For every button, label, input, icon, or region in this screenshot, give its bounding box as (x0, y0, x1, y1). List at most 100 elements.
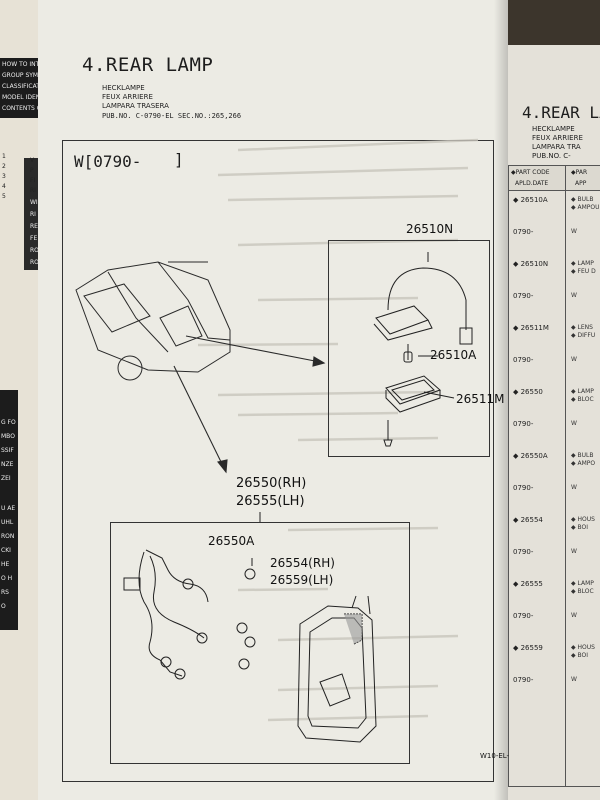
left-code-1: P (30, 167, 34, 174)
bleed-through-text (197, 138, 479, 722)
left-code-0: V (30, 157, 35, 164)
label-26550A: 26550A (208, 534, 255, 548)
right-row-desc: ◆ BULB (571, 196, 594, 203)
page-gutter-shadow (494, 0, 508, 800)
label-26511M: 26511M (456, 392, 505, 406)
subtitle-de: HECKLAMPE (102, 84, 145, 92)
right-subtitle-1: FEUX ARRIERE (532, 134, 583, 142)
left-code-6: RE (30, 223, 38, 230)
label-26555-lh: 26555(LH) (236, 494, 305, 509)
right-row-desc: ◆ BLOC (571, 588, 594, 595)
left-code-7: FE (30, 235, 38, 242)
right-row-code: ◆ 26511M (513, 324, 549, 332)
subtitle-es: LAMPARA TRASERA (102, 102, 169, 110)
right-table-divider (565, 166, 566, 786)
label-26559-lh: 26559(LH) (270, 573, 334, 587)
rear-lamp-box (110, 522, 410, 764)
applicability-bracket: ] (174, 150, 184, 169)
right-row-desc: ◆ AMPO (571, 460, 596, 467)
left-line-4: CONTENTS O (2, 105, 42, 112)
right-row-desc: ◆ HOUS (571, 644, 595, 651)
left-lower-6: UHL (1, 519, 14, 526)
left-num-4: 5 (2, 193, 6, 200)
left-lower-4: ZEI (1, 475, 11, 482)
right-row-desc: ◆ DIFFU (571, 332, 596, 339)
right-row-desc: W (571, 612, 577, 619)
right-row-code: 0790- (513, 420, 534, 428)
left-lower-5: U AE (1, 505, 16, 512)
right-row-code: 0790- (513, 292, 534, 300)
right-header-sub-1: APP (575, 180, 587, 187)
right-row-code: 0790- (513, 548, 534, 556)
left-line-3: MODEL IDEN (2, 94, 41, 101)
vehicle-illustration (75, 261, 326, 474)
right-row-desc: W (571, 548, 577, 555)
right-row-code: ◆ 26550A (513, 452, 548, 460)
right-row-desc: ◆ AMPOU (571, 204, 600, 211)
right-row-code: 0790- (513, 356, 534, 364)
right-row-code: 0790- (513, 612, 534, 620)
right-table-header: ◆PART CODE ◆PAR APLD.DATE APP (509, 166, 600, 191)
left-section-table: 1 2 3 4 5 V P FI RI WI RI RE FE RO RO (0, 140, 40, 270)
left-lower-8: CKI (1, 547, 11, 554)
left-code-4: WI (30, 199, 38, 206)
left-lower-1: MBO (1, 433, 15, 440)
right-row-desc: ◆ LAMP (571, 388, 594, 395)
left-num-0: 1 (2, 153, 6, 160)
main-page: 4.REAR LAMP HECKLAMPE FEUX ARRIERE LAMPA… (38, 0, 509, 800)
right-row-desc: ◆ FEU D (571, 268, 596, 275)
right-row-desc: W (571, 676, 577, 683)
left-code-3: RI (30, 187, 36, 194)
right-header-col-0: ◆PART CODE (511, 169, 550, 176)
left-num-3: 4 (2, 183, 6, 190)
license-lamp-box (328, 240, 490, 457)
left-code-8: RO (30, 247, 39, 254)
left-line-0: HOW TO INT (2, 61, 40, 68)
right-row-desc: W (571, 420, 577, 427)
right-row-desc: ◆ BULB (571, 452, 594, 459)
left-lower-12: O (1, 603, 6, 610)
license-lamp-drawing (373, 252, 473, 447)
right-subtitle-3: PUB.NO. C- (532, 152, 571, 160)
right-row-desc: W (571, 484, 577, 491)
right-row-desc: ◆ BLOC (571, 396, 594, 403)
left-code-2: FI (30, 177, 36, 184)
left-lower-9: HE (1, 561, 10, 568)
rear-lamp-drawing (123, 549, 377, 743)
right-row-code: 0790- (513, 228, 534, 236)
right-row-code: ◆ 26510N (513, 260, 549, 268)
right-row-desc: W (571, 356, 577, 363)
label-26554-rh: 26554(RH) (270, 556, 335, 570)
section-title: 4.REAR LAMP (82, 54, 214, 76)
left-line-1: GROUP SYM (2, 72, 39, 79)
rear-lamp-leader (259, 512, 261, 522)
left-lower-2: SSIF (1, 447, 14, 454)
label-26510A: 26510A (430, 348, 477, 362)
applicability-code: W[0790- (74, 152, 142, 171)
left-line-2: CLASSIFICAT (2, 83, 40, 90)
left-code-column (24, 158, 40, 270)
left-code-9: RO (30, 259, 39, 266)
right-row-desc: ◆ BOI (571, 524, 589, 531)
label-26550-rh: 26550(RH) (236, 476, 307, 491)
right-row-desc: ◆ BOI (571, 652, 589, 659)
left-lower-3: NZE (1, 461, 14, 468)
right-section-title: 4.REAR LAMP (522, 103, 600, 122)
right-row-desc: ◆ LAMP (571, 580, 594, 587)
right-page: 4.REAR LAMP HECKLAMPE FEUX ARRIERE LAMPA… (492, 45, 600, 800)
left-lower-11: RS (1, 589, 9, 596)
left-num-1: 2 (2, 163, 6, 170)
left-code-5: RI (30, 211, 36, 218)
right-row-desc: ◆ HOUS (571, 516, 595, 523)
left-black-tab-bottom (0, 390, 18, 630)
right-header-col-1: ◆PAR (571, 169, 588, 176)
right-row-code: 0790- (513, 676, 534, 684)
right-row-desc: ◆ LENS (571, 324, 593, 331)
right-subtitle-0: HECKLAMPE (532, 125, 575, 133)
right-row-desc: W (571, 292, 577, 299)
right-row-code: ◆ 26550 (513, 388, 543, 396)
right-row-code: ◆ 26555 (513, 580, 543, 588)
right-row-code: ◆ 26510A (513, 196, 548, 204)
right-subtitle-2: LAMPARA TRA (532, 143, 581, 151)
